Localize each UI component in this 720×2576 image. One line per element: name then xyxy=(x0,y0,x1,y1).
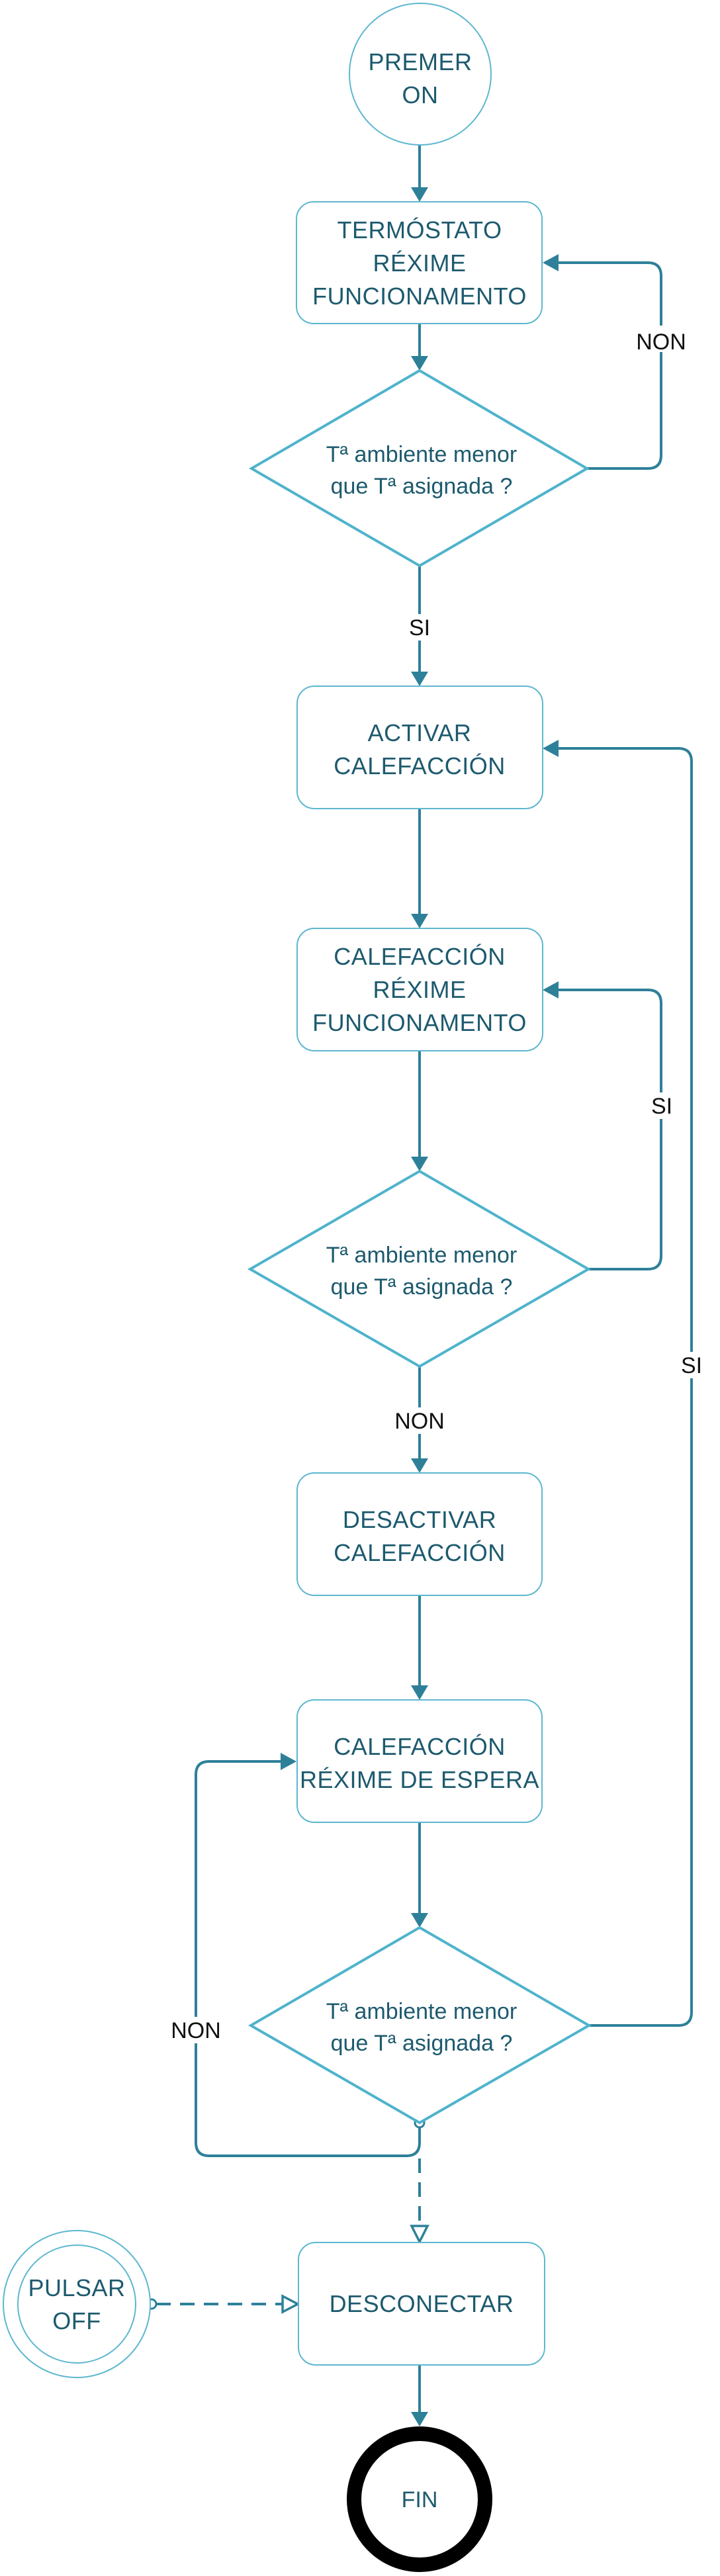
start-line-2: ON xyxy=(402,81,439,109)
thermostat-line-1: TERMÓSTATO xyxy=(337,216,502,244)
process-box xyxy=(296,928,543,1051)
arrowhead-icon xyxy=(281,1753,296,1770)
edge-decision1-no-loop xyxy=(557,261,662,470)
decision-1[interactable]: Tª ambiente menor que Tª asignada ? xyxy=(249,369,590,568)
thermostat-line-2: RÉXIME xyxy=(373,249,466,277)
arrowhead-icon xyxy=(543,740,559,757)
intermediate-event-pulsar-off[interactable]: PULSAR OFF xyxy=(3,2230,151,2378)
label-background xyxy=(645,326,677,352)
label-decision2-yes: SI xyxy=(651,1094,672,1119)
arrowhead-icon xyxy=(411,2412,428,2426)
edge-decision2-yes-loop xyxy=(557,989,662,1270)
open-arrowhead-icon xyxy=(410,2225,429,2244)
start-line-1: PREMER xyxy=(368,48,472,75)
decision1-line-1: Tª ambiente menor xyxy=(326,442,518,467)
standby-line-2: RÉXIME DE ESPERA xyxy=(300,1766,539,1793)
end-event-node[interactable]: FIN xyxy=(347,2426,492,2572)
label-decision3-no: NON xyxy=(171,2018,221,2043)
arrowhead-icon xyxy=(411,1458,428,1473)
arrowhead-icon xyxy=(411,356,428,371)
standby-line-1: CALEFACCIÓN xyxy=(334,1733,506,1760)
arrowhead-icon xyxy=(543,254,559,271)
decision1-line-2: que Tª asignada ? xyxy=(331,474,513,499)
edge-decision3-no-loop xyxy=(195,1760,421,2157)
pulsar-off-line-1: PULSAR xyxy=(28,2274,125,2301)
label-background xyxy=(408,614,431,641)
activate-line-1: ACTIVAR xyxy=(368,719,472,746)
arrowhead-icon xyxy=(411,672,428,686)
thermostat-line-3: FUNCIONAMENTO xyxy=(312,283,527,310)
label-background xyxy=(680,1352,703,1378)
process-box xyxy=(298,2242,545,2366)
decision2-line-1: Tª ambiente menor xyxy=(326,1243,518,1268)
event-inner-circle xyxy=(17,2244,136,2364)
arrowhead-icon xyxy=(411,914,428,928)
arrowhead-icon xyxy=(543,981,559,999)
process-box xyxy=(296,686,543,809)
process-box xyxy=(296,1472,543,1596)
label-decision1-yes: SI xyxy=(409,615,430,641)
label-background xyxy=(651,1092,673,1119)
arrowhead-icon xyxy=(411,187,428,202)
process-disconnect[interactable]: DESCONECTAR xyxy=(298,2242,545,2366)
process-heating-standby[interactable]: CALEFACCIÓN RÉXIME DE ESPERA xyxy=(296,1699,543,1823)
heating-running-line-2: RÉXIME xyxy=(373,976,466,1003)
process-box xyxy=(296,201,543,324)
heating-running-line-1: CALEFACCIÓN xyxy=(334,943,506,970)
deactivate-line-1: DESACTIVAR xyxy=(343,1506,496,1533)
decision-3[interactable]: Tª ambiente menor que Tª asignada ? xyxy=(248,1926,592,2125)
end-label: FIN xyxy=(402,2487,438,2512)
edge-labels: NON SI SI NON SI NON xyxy=(171,326,703,2043)
label-background xyxy=(177,2017,214,2043)
label-decision2-no: NON xyxy=(394,1409,445,1434)
decision3-line-2: que Tª asignada ? xyxy=(331,2031,513,2056)
decision-diamond xyxy=(249,369,590,568)
process-activate-heating[interactable]: ACTIVAR CALEFACCIÓN xyxy=(296,686,543,809)
pulsar-off-line-2: OFF xyxy=(52,2307,101,2334)
deactivate-line-2: CALEFACCIÓN xyxy=(334,1539,506,1566)
label-decision1-no: NON xyxy=(636,330,686,355)
start-event-circle xyxy=(349,3,492,146)
start-event-node[interactable]: PREMER ON xyxy=(349,3,492,146)
decision-2[interactable]: Tª ambiente menor que Tª asignada ? xyxy=(247,1169,591,1368)
process-deactivate-heating[interactable]: DESACTIVAR CALEFACCIÓN xyxy=(296,1472,543,1596)
decision-diamond xyxy=(247,1169,591,1368)
label-background xyxy=(403,1407,436,1434)
edges xyxy=(146,144,693,2426)
edge-decision3-yes-loop xyxy=(557,747,693,2027)
disconnect-label: DESCONECTAR xyxy=(330,2290,514,2317)
arrowhead-icon xyxy=(411,1157,428,1171)
process-box xyxy=(296,1699,543,1823)
arrowhead-icon xyxy=(411,1685,428,1700)
end-event-ring xyxy=(347,2426,492,2572)
decision2-line-2: que Tª asignada ? xyxy=(331,1274,513,1300)
heating-running-line-3: FUNCIONAMENTO xyxy=(312,1009,527,1036)
decision-diamond xyxy=(248,1926,592,2125)
process-thermostat[interactable]: TERMÓSTATO RÉXIME FUNCIONAMENTO xyxy=(296,201,543,324)
label-decision3-yes: SI xyxy=(681,1353,702,1378)
process-heating-running[interactable]: CALEFACCIÓN RÉXIME FUNCIONAMENTO xyxy=(296,928,543,1051)
activate-line-2: CALEFACCIÓN xyxy=(334,752,506,779)
open-arrowhead-icon xyxy=(281,2294,300,2314)
decision3-line-1: Tª ambiente menor xyxy=(326,1999,518,2024)
arrowhead-icon xyxy=(411,1913,428,1928)
